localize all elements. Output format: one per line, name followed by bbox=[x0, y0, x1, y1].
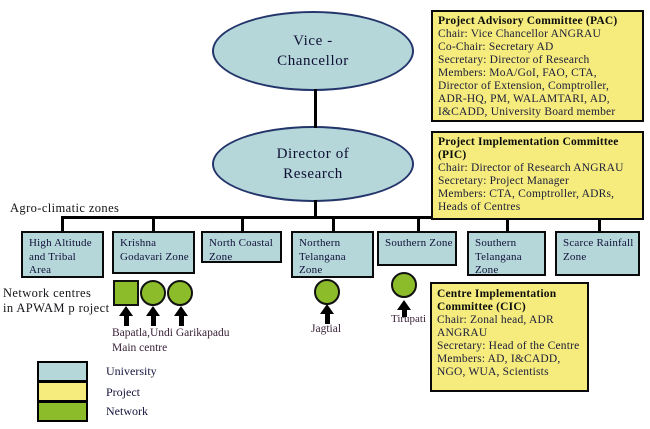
cic-line: Secretary: Head of the Centre bbox=[437, 340, 580, 352]
legend-swatch-university bbox=[37, 361, 88, 382]
director-of-research-node: Director of Research bbox=[212, 126, 414, 202]
agro-climatic-zones-label: Agro-climatic zones bbox=[10, 201, 120, 215]
connector-drop-zone-5 bbox=[417, 217, 420, 232]
connector-drop-zone-3 bbox=[241, 217, 244, 232]
up-arrow-icon bbox=[319, 304, 335, 324]
zone-box-north-coastal: North Coastal Zone bbox=[201, 231, 282, 263]
pac-line: Chair: Vice Chancellor ANGRAU bbox=[438, 28, 601, 40]
network-centre-circle-undi bbox=[140, 280, 166, 306]
zone-box-krishna-godavari: Krishna Godavari Zone bbox=[112, 231, 195, 274]
up-arrow-icon bbox=[118, 306, 134, 326]
connector-zone-bus bbox=[61, 216, 602, 219]
network-centre-circle-garikapadu bbox=[167, 280, 193, 306]
pac-title: Project Advisory Committee (PAC) bbox=[438, 15, 618, 27]
network-centre-circle-jagtial bbox=[314, 279, 340, 305]
zone-box-northern-telangana: Northern Telangana Zone bbox=[291, 231, 374, 278]
up-arrow-icon bbox=[173, 306, 189, 326]
pac-line: Members: MoA/GoI, FAO, CTA, bbox=[438, 67, 597, 79]
zone-box-southern: Southern Zone bbox=[377, 231, 457, 266]
connector-drop-zone-7 bbox=[598, 217, 601, 232]
pac-line: ADR-HQ, PM, WALAMTARI, AD, bbox=[438, 93, 610, 105]
network-centre-circle-tirupati bbox=[391, 272, 417, 298]
vice-chancellor-label-line2: Chancellor bbox=[277, 53, 349, 69]
legend-swatch-project bbox=[37, 381, 88, 402]
tirupati-label: Tirupati bbox=[391, 313, 427, 325]
network-centres-label-line1: Network centres bbox=[3, 286, 92, 300]
connector-vc-to-dor bbox=[314, 89, 317, 128]
legend-swatch-network bbox=[37, 401, 88, 422]
network-centre-square-bapatla bbox=[113, 280, 139, 306]
zone-box-southern-telangana: Southern Telangana Zone bbox=[467, 231, 546, 276]
pic-line: Secretary: Project Manager bbox=[438, 175, 570, 187]
vice-chancellor-node: Vice - Chancellor bbox=[212, 11, 414, 91]
connector-dor-to-bus bbox=[314, 200, 317, 218]
vice-chancellor-label-line1: Vice - bbox=[293, 33, 333, 49]
director-of-research-label-line1: Director of bbox=[276, 146, 350, 162]
cic-line: NGO, WUA, Scientists bbox=[437, 366, 549, 378]
kgz-centres-label-line2: Main centre bbox=[112, 342, 168, 354]
up-arrow-icon bbox=[396, 300, 412, 317]
legend-label-network: Network bbox=[106, 404, 148, 418]
pic-box: Project Implementation Committee (PIC) C… bbox=[431, 131, 644, 220]
connector-drop-zone-4 bbox=[332, 217, 335, 232]
up-arrow-icon bbox=[145, 306, 161, 326]
legend-label-university: University bbox=[106, 364, 157, 378]
pac-line: I&CADD, University Board member bbox=[438, 106, 616, 118]
legend-label-project: Project bbox=[106, 385, 140, 399]
connector-drop-zone-6 bbox=[506, 217, 509, 232]
pac-line: Director of Extension, Comptroller, bbox=[438, 80, 610, 92]
pic-line: Members: CTA, Comptroller, ADRs, bbox=[438, 188, 615, 200]
cic-title: Centre Implementation Committee (CIC) bbox=[437, 288, 557, 313]
jagtial-label: Jagtial bbox=[311, 323, 342, 335]
pac-line: Secretary: Director of Research bbox=[438, 54, 590, 66]
zone-box-scarce-rainfall: Scarce Rainfall Zone bbox=[555, 231, 640, 276]
pac-line: Co-Chair: Secretary AD bbox=[438, 41, 554, 53]
network-centres-label-line2: in APWAM p roject bbox=[3, 301, 110, 315]
connector-drop-zone-2 bbox=[152, 217, 155, 232]
cic-line: Members: AD, I&CADD, bbox=[437, 353, 561, 365]
director-of-research-label-line2: Research bbox=[283, 166, 343, 182]
cic-line: ANGRAU bbox=[437, 327, 488, 339]
pic-line: Chair: Director of Research ANGRAU bbox=[438, 162, 624, 174]
pic-line: Heads of Centres bbox=[438, 201, 521, 213]
kgz-centres-label-line1: Bapatla,Undi Garikapadu bbox=[112, 327, 230, 339]
pic-title: Project Implementation Committee (PIC) bbox=[438, 136, 619, 161]
connector-drop-zone-1 bbox=[61, 217, 64, 232]
pac-box: Project Advisory Committee (PAC) Chair: … bbox=[431, 10, 644, 122]
cic-box: Centre Implementation Committee (CIC) Ch… bbox=[430, 282, 589, 392]
cic-line: Chair: Zonal head, ADR bbox=[437, 314, 554, 326]
zone-box-high-altitude: High Altitude and Tribal Area bbox=[21, 231, 104, 278]
